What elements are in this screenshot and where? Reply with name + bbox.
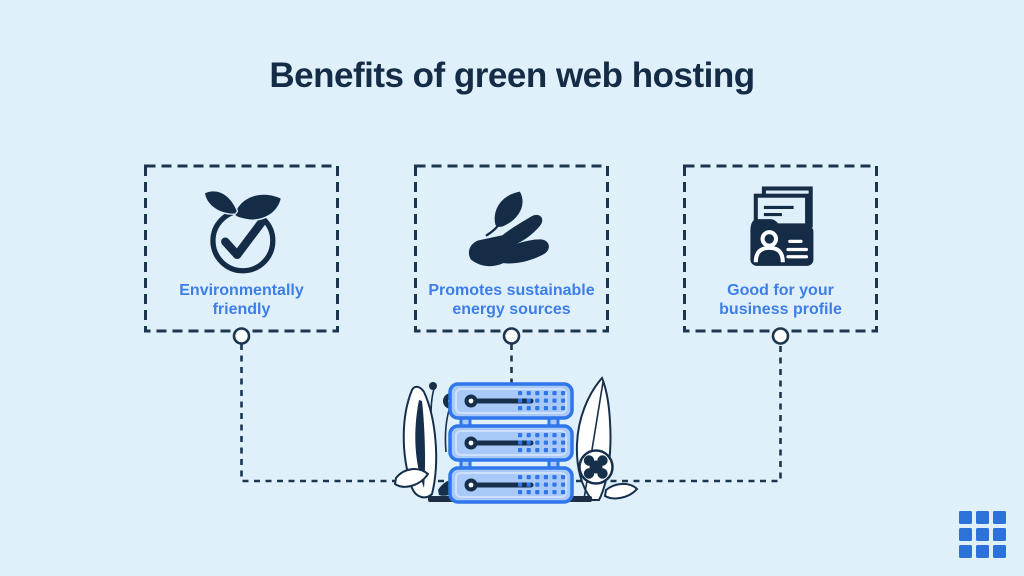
benefit-label-line2: energy sources [452,301,571,318]
server-stack-illustration [393,376,639,504]
benefit-label-line2: friendly [212,301,271,318]
business-profile-folder-icon [749,186,813,266]
connector-node-circles [232,327,790,345]
benefit-label: Promotes sustainable energy sources [415,281,608,319]
flower-circle [578,449,614,485]
benefit-label-line1: Environmentally [179,282,304,299]
server-vents [518,391,566,495]
benefit-box-sustainable-energy: Promotes sustainable energy sources [415,166,608,331]
benefit-label-line1: Promotes sustainable [428,282,595,299]
grid-dots-icon [959,511,1006,558]
benefit-label: Environmentally friendly [145,281,338,319]
benefit-box-environmentally-friendly: Environmentally friendly [145,166,338,331]
benefit-label: Good for your business profile [684,281,877,319]
page-title: Benefits of green web hosting [269,56,755,95]
eco-check-leaf-icon [203,190,282,274]
server-units [448,382,574,504]
hand-holding-leaf-icon [468,191,549,267]
benefit-box-business-profile: Good for your business profile [684,166,877,331]
benefit-label-line1: Good for your [727,282,834,299]
benefit-label-line2: business profile [719,301,842,318]
